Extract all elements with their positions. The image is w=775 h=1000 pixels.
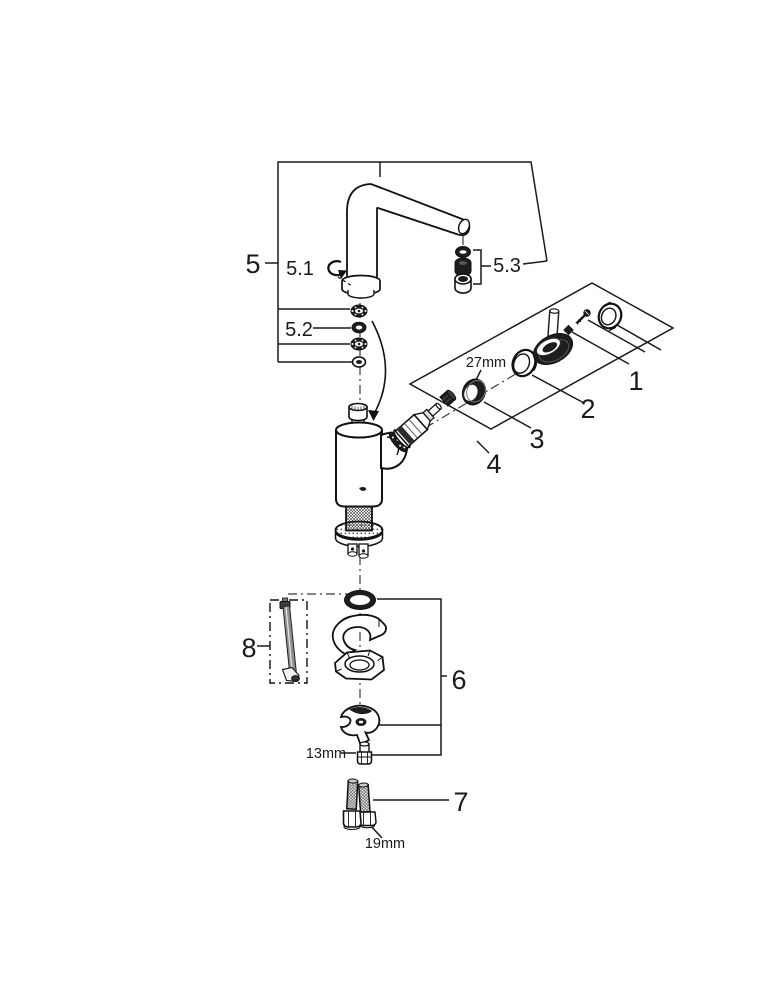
callout-lines xyxy=(257,161,675,839)
callout-2-label: 2 xyxy=(580,394,595,424)
swivel-seal-stack xyxy=(350,304,387,421)
aerator-assembly xyxy=(454,246,472,294)
base-flange xyxy=(334,520,384,540)
aerator-seal xyxy=(455,246,471,258)
part6-bracket xyxy=(371,598,442,756)
cartridge xyxy=(388,389,457,453)
securing-pin xyxy=(269,597,308,684)
handle-plug xyxy=(563,324,574,336)
part8-box xyxy=(269,599,308,684)
dim-27mm-label: 27mm xyxy=(466,355,506,371)
mounting-bolt-13mm xyxy=(356,741,373,765)
callout-5-label: 5 xyxy=(245,249,260,279)
callout-8-label: 8 xyxy=(241,633,256,663)
c-clip xyxy=(339,704,381,746)
hose-stubs xyxy=(347,543,369,559)
mounting-kit xyxy=(331,590,387,765)
body-top-stem xyxy=(348,402,368,429)
callout-labels: 5 5.1 5.2 5.3 1 2 3 4 6 7 8 27mm 13mm 19… xyxy=(241,249,643,852)
cartridge-nut xyxy=(439,389,457,407)
dim-13mm-label: 13mm xyxy=(306,746,346,762)
callout-7-label: 7 xyxy=(453,787,468,817)
callout-3-label: 3 xyxy=(529,424,544,454)
escutcheon-cap-ring xyxy=(597,301,623,332)
part5-3-bracket xyxy=(473,249,482,285)
aerator-insert xyxy=(454,257,472,277)
callout-5-3-label: 5.3 xyxy=(493,255,521,277)
lever-handle-group xyxy=(532,301,623,365)
snap-ring-clip xyxy=(327,259,353,287)
spout-assembly xyxy=(341,183,471,299)
callout-1-label: 1 xyxy=(628,366,643,396)
insertion-arrow xyxy=(371,320,387,415)
o-ring-small xyxy=(351,321,367,334)
lever-pin xyxy=(547,308,560,339)
retaining-ring-27mm xyxy=(461,378,487,406)
body-cylinder xyxy=(335,429,383,508)
supply-hoses xyxy=(342,778,377,831)
bearing-ring-bottom xyxy=(350,337,368,351)
dim-19mm-label: 19mm xyxy=(365,836,405,852)
part1-parallelogram xyxy=(408,282,675,430)
lever-base xyxy=(532,333,574,365)
wedge-washer xyxy=(331,613,387,657)
handle-screw xyxy=(575,309,591,325)
aerator-housing xyxy=(454,273,472,294)
mounting-nut xyxy=(334,649,385,681)
clip-arrowhead xyxy=(338,270,347,279)
faucet-body xyxy=(334,402,409,559)
spout-tip-opening xyxy=(457,218,471,235)
o-ring-large xyxy=(344,590,376,610)
hose-fittings xyxy=(342,810,377,831)
callout-6-label: 6 xyxy=(451,665,466,695)
centerlines xyxy=(288,236,557,741)
part5-bracket xyxy=(277,161,548,362)
washer-ring xyxy=(351,356,367,368)
bearing-ring-top xyxy=(350,304,368,318)
callout-5-1-label: 5.1 xyxy=(286,258,314,280)
callout-4-label: 4 xyxy=(486,449,501,479)
callout-5-2-label: 5.2 xyxy=(285,319,313,341)
